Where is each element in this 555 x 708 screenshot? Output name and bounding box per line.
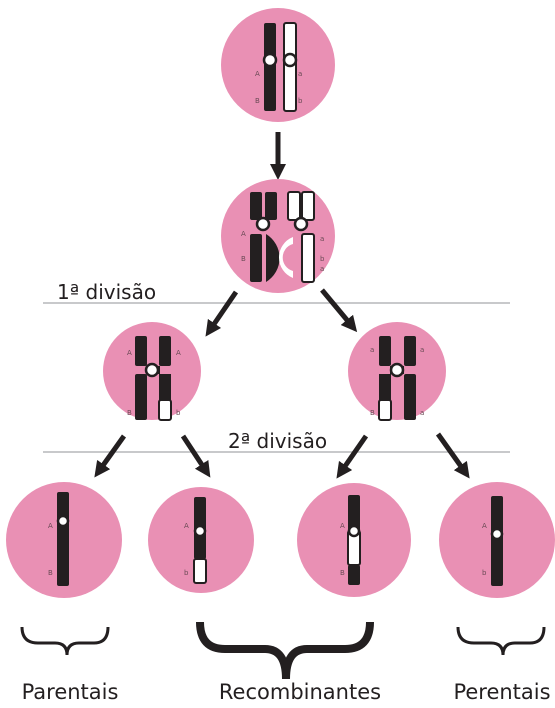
label-perentais: Perentais xyxy=(453,680,550,704)
svg-text:B: B xyxy=(370,409,375,417)
svg-text:a: a xyxy=(420,409,424,417)
svg-text:B: B xyxy=(48,569,53,577)
svg-text:A: A xyxy=(340,522,345,530)
arrow-to-cell-6 xyxy=(180,434,211,478)
svg-text:A: A xyxy=(48,522,53,530)
arrow-to-cell-5 xyxy=(94,434,127,478)
svg-text:A: A xyxy=(241,230,246,238)
brace-middle xyxy=(196,621,374,680)
label-recombinantes: Recombinantes xyxy=(219,680,381,704)
svg-text:b: b xyxy=(482,569,487,577)
svg-text:a: a xyxy=(420,346,424,354)
arrow-to-cell-3 xyxy=(205,290,239,337)
svg-text:B: B xyxy=(127,409,132,417)
label-parentais: Parentais xyxy=(22,680,119,704)
brace-right xyxy=(456,626,546,656)
svg-text:a: a xyxy=(370,346,374,354)
cell-meiosis-1-left: A B A b xyxy=(103,322,201,421)
gamete-ab: A b xyxy=(439,482,555,598)
svg-text:b: b xyxy=(176,409,181,417)
svg-text:a: a xyxy=(320,235,324,243)
arrow-to-cell-8 xyxy=(435,432,470,479)
gamete-AB: A B xyxy=(6,482,122,598)
svg-text:B: B xyxy=(241,255,246,263)
svg-text:A: A xyxy=(127,349,132,357)
svg-text:A: A xyxy=(176,349,181,357)
gamete-aB: A B xyxy=(297,483,411,597)
cell-homologous-pair: A B a b xyxy=(221,8,335,122)
gamete-Ab: A b xyxy=(148,487,254,593)
brace-left xyxy=(20,626,110,656)
svg-text:a: a xyxy=(320,265,324,273)
svg-text:B: B xyxy=(340,569,345,577)
svg-text:B: B xyxy=(255,97,260,105)
svg-text:A: A xyxy=(482,522,487,530)
arrow-to-cell-7 xyxy=(336,434,369,479)
second-division-label: 2ª divisão xyxy=(228,429,327,453)
svg-text:b: b xyxy=(298,97,303,105)
svg-text:A: A xyxy=(255,70,260,78)
svg-text:A: A xyxy=(184,522,189,530)
svg-text:b: b xyxy=(320,255,325,263)
arrow-to-cell-4 xyxy=(320,288,358,333)
svg-text:b: b xyxy=(184,569,189,577)
cell-crossing-over: A B a b a xyxy=(221,179,335,293)
cell-meiosis-1-right: a B a a xyxy=(348,322,446,421)
first-division-label: 1ª divisão xyxy=(57,280,156,304)
svg-text:a: a xyxy=(298,70,302,78)
